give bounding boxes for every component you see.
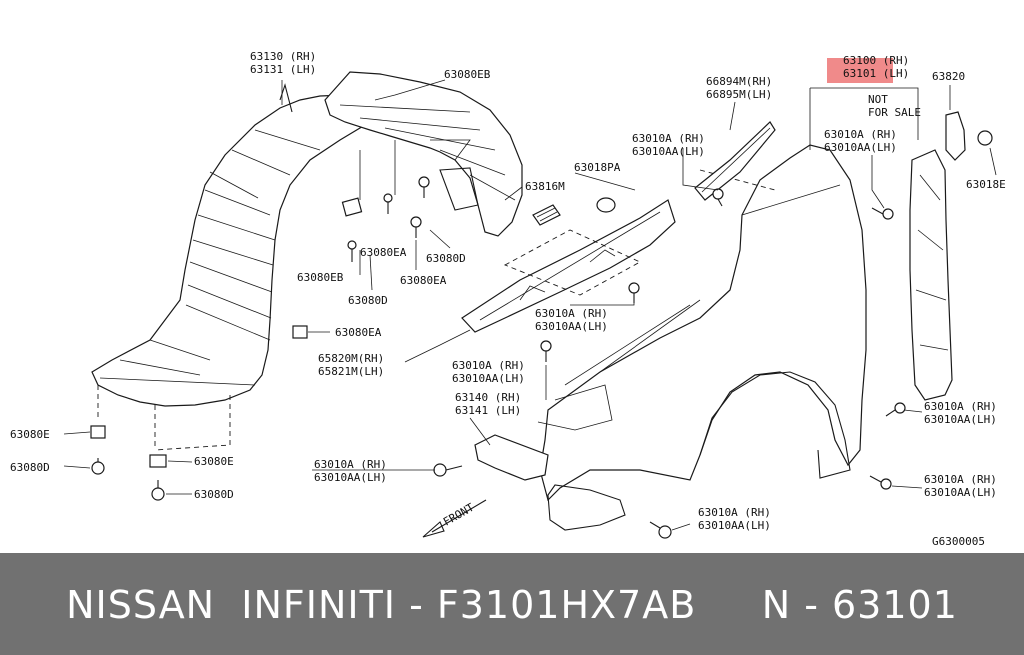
part-labels: 63130 (RH) 63131 (LH) 63080EB 66894M(RH)…: [10, 50, 1006, 548]
fasteners: [90, 176, 906, 539]
part-number-text: NISSAN INFINITI - F3101HX7AB N - 63101: [66, 583, 958, 627]
part-63820: [945, 111, 966, 161]
label-63010aa-a: 63010AA(LH): [632, 145, 705, 158]
screw-icon: [410, 216, 422, 238]
label-63010aa-h: 63010AA(LH): [698, 519, 771, 532]
label-63080d-low: 63080D: [348, 294, 388, 307]
label-63101: 63101 (LH): [843, 67, 909, 80]
wheel-house-liner: [91, 83, 371, 407]
clip-icon: [341, 197, 363, 217]
label-65820m: 65820M(RH): [318, 352, 384, 365]
label-63080eb-top: 63080EB: [444, 68, 491, 81]
screw-icon: [151, 480, 165, 501]
label-for-sale: FOR SALE: [868, 106, 921, 119]
label-63010a-e: 63010A (RH): [314, 458, 387, 471]
label-63010aa-b: 63010AA(LH): [824, 141, 897, 154]
label-63010a-b: 63010A (RH): [824, 128, 897, 141]
label-63141: 63141 (LH): [455, 404, 521, 417]
screw-icon: [433, 463, 463, 477]
diagram-code: G6300005: [932, 535, 985, 548]
screw-icon: [347, 240, 357, 262]
label-63080eb-mid: 63080EB: [297, 271, 344, 284]
label-63820: 63820: [932, 70, 965, 83]
part-number-banner: NISSAN INFINITI - F3101HX7AB N - 63101: [0, 553, 1024, 655]
label-front: FRONT: [441, 501, 477, 529]
label-63010a-h: 63010A (RH): [698, 506, 771, 519]
clip-icon: [292, 325, 308, 339]
clip-63018pa: [596, 197, 616, 213]
screw-icon: [649, 521, 672, 539]
label-63080ea-low: 63080EA: [400, 274, 447, 287]
fender-side-bracket: [909, 149, 953, 401]
label-63140: 63140 (RH): [455, 391, 521, 404]
screw-icon: [869, 475, 892, 490]
screw-icon: [418, 176, 430, 198]
parts-diagram: 63130 (RH) 63131 (LH) 63080EB 66894M(RH)…: [10, 50, 1006, 548]
label-63080d-right: 63080D: [194, 488, 234, 501]
fender-seal-strip: [461, 199, 676, 333]
label-63131: 63131 (LH): [250, 63, 316, 76]
label-63010a-a: 63010A (RH): [632, 132, 705, 145]
label-63010aa-d: 63010AA(LH): [452, 372, 525, 385]
screw-icon: [712, 188, 724, 207]
front-fender: [537, 144, 867, 531]
label-65821m: 65821M(LH): [318, 365, 384, 378]
label-63010aa-g: 63010AA(LH): [924, 486, 997, 499]
label-63010aa-e: 63010AA(LH): [314, 471, 387, 484]
label-63010aa-f: 63010AA(LH): [924, 413, 997, 426]
screw-icon: [383, 193, 393, 214]
label-63080d-mid: 63080D: [426, 252, 466, 265]
front-direction-arrow: [422, 499, 487, 538]
label-63010a-c: 63010A (RH): [535, 307, 608, 320]
label-63130: 63130 (RH): [250, 50, 316, 63]
fender-exploded-view: 63130 (RH) 63131 (LH) 63080EB 66894M(RH)…: [10, 50, 1006, 548]
part-number-highlight: [827, 58, 893, 83]
label-not: NOT: [868, 93, 888, 106]
label-63018pa: 63018PA: [574, 161, 621, 174]
label-63010a-f: 63010A (RH): [924, 400, 997, 413]
label-63080d-left: 63080D: [10, 461, 50, 474]
label-63018e: 63018E: [966, 178, 1006, 191]
label-63816m: 63816M: [525, 180, 565, 193]
label-63100: 63100 (RH): [843, 54, 909, 67]
clip-63018e: [977, 130, 993, 146]
upper-liner: [324, 71, 523, 237]
label-63010a-g: 63010A (RH): [924, 473, 997, 486]
label-63080e-left: 63080E: [10, 428, 50, 441]
pad-63816m: [532, 204, 561, 226]
clip-icon: [90, 425, 106, 439]
screw-icon: [871, 207, 894, 220]
clip-icon: [149, 454, 167, 468]
label-63010aa-c: 63010AA(LH): [535, 320, 608, 333]
screw-icon: [91, 458, 105, 475]
label-63080e-right: 63080E: [194, 455, 234, 468]
label-63080ea-mid: 63080EA: [360, 246, 407, 259]
screw-icon: [885, 402, 906, 417]
label-63010a-d: 63010A (RH): [452, 359, 525, 372]
label-66894m: 66894M(RH): [706, 75, 772, 88]
label-63080ea-left: 63080EA: [335, 326, 382, 339]
fender-moulding-66894m: [694, 121, 776, 201]
bracket-63140: [474, 434, 549, 481]
leader-lines: [63, 79, 997, 531]
screw-icon: [540, 340, 552, 362]
label-66895m: 66895M(LH): [706, 88, 772, 101]
